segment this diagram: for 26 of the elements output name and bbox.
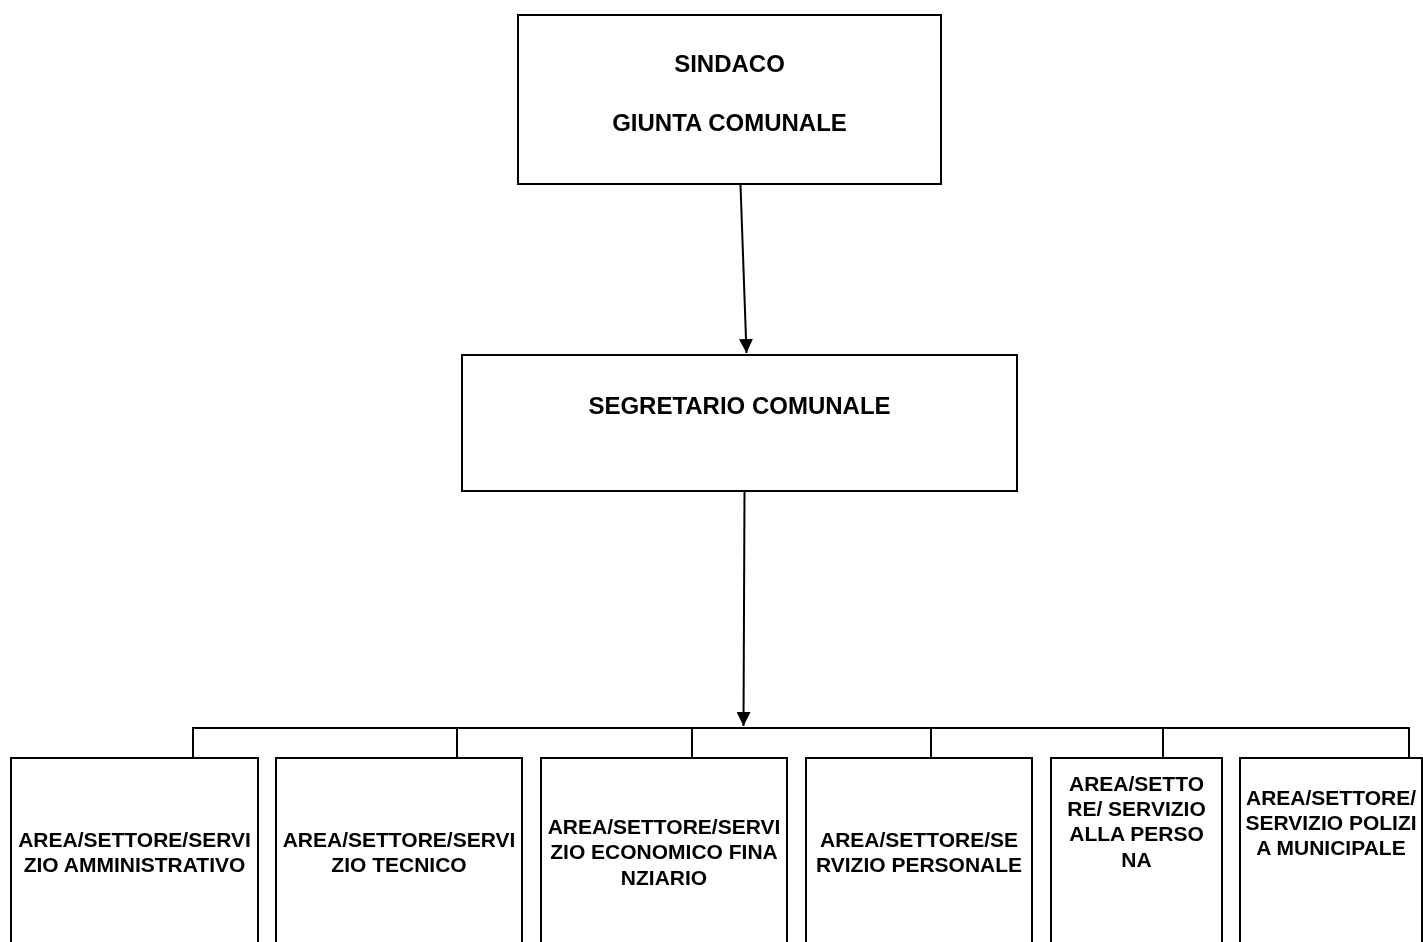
- box-label: SEGRETARIO COMUNALE: [588, 392, 891, 421]
- connector-line: [1408, 728, 1410, 758]
- box-label: AREA/SETTORE/SERVIZIO PERSONALE: [815, 826, 1023, 878]
- org-box: [1239, 757, 1423, 942]
- box-label: AREA/SETTORE/ SERVIZIO ALLA PERSONA: [1066, 771, 1207, 872]
- org-box: [275, 757, 523, 942]
- box-label: AREA/SETTORE/ SERVIZIO POLIZIA MUNICIPALE: [1245, 785, 1417, 861]
- connector-line: [930, 728, 932, 758]
- org-box: [805, 757, 1033, 942]
- box-label: AREA/SETTORE/SERVIZIO AMMINISTRATIVO: [17, 826, 252, 878]
- arrow: [739, 184, 753, 354]
- org-box: [517, 14, 942, 185]
- org-box: [10, 757, 259, 942]
- box-label: AREA/SETTORE/SERVIZIO ECONOMICO FINANZIARIO: [546, 814, 782, 890]
- connector-line: [1162, 728, 1164, 758]
- connector-line: [456, 728, 458, 758]
- box-label: SINDACO: [674, 50, 785, 79]
- box-label: AREA/SETTORE/SERVIZIO TECNICO: [281, 826, 517, 878]
- box-label: GIUNTA COMUNALE: [612, 108, 847, 138]
- org-box: [1050, 757, 1223, 942]
- bus-line: [192, 727, 1410, 729]
- org-box: [461, 354, 1018, 492]
- arrow: [736, 491, 751, 727]
- connector-line: [691, 728, 693, 758]
- org-box: [540, 757, 788, 942]
- connector-line: [192, 728, 194, 758]
